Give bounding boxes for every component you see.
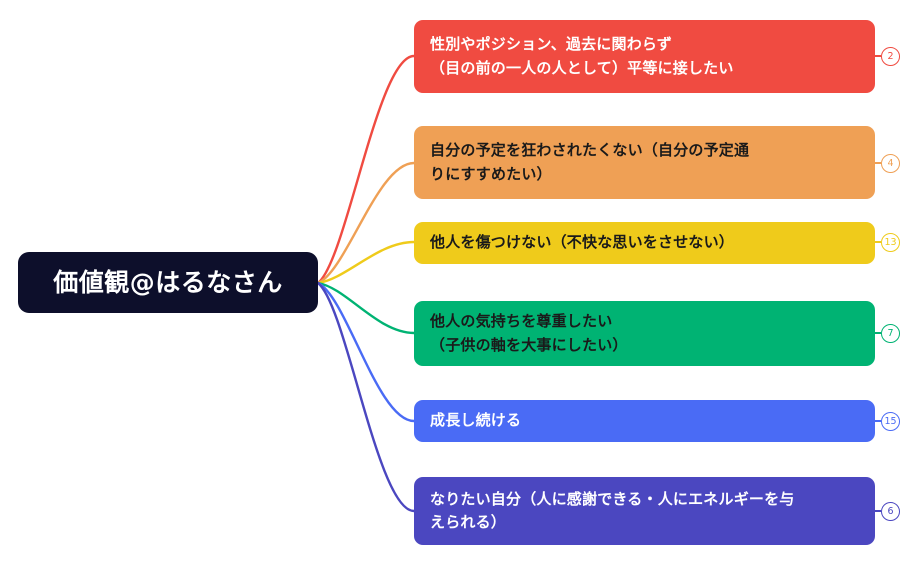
badge-stem [873, 55, 881, 57]
branch-node-2[interactable]: 自分の予定を狂わされたくない（自分の予定通 りにすすめたい） [414, 126, 875, 199]
branch-connector [316, 281, 416, 513]
branch-count-badge[interactable]: 2 [881, 46, 900, 66]
branch-count-badge[interactable]: 13 [881, 232, 900, 252]
badge-stem [873, 241, 881, 243]
branch-node-5[interactable]: 成長し続ける [414, 400, 875, 442]
branch-node-3[interactable]: 他人を傷つけない（不快な思いをさせない） [414, 222, 875, 264]
root-node[interactable]: 価値観@はるなさん [18, 252, 318, 313]
branch-count-badge[interactable]: 6 [881, 501, 900, 521]
branch-node-label: 自分の予定を狂わされたくない（自分の予定通 りにすすめたい） [430, 141, 750, 183]
branch-node-label: 成長し続ける [430, 411, 522, 430]
badge-stem [873, 162, 881, 164]
branch-node-label: 他人を傷つけない（不快な思いをさせない） [430, 233, 735, 252]
branch-connector [316, 161, 416, 285]
branch-node-label: 性別やポジション、過去に関わらず （目の前の一人の人として）平等に接したい [430, 35, 734, 77]
branch-node-label: なりたい自分（人に感謝できる・人にエネルギーを与 えられる） [430, 489, 795, 531]
branch-node-label: 他人の気持ちを尊重したい （子供の軸を大事にしたい） [430, 312, 628, 354]
badge-stem [873, 420, 881, 422]
branch-connector [316, 281, 416, 423]
branch-connector [316, 54, 416, 285]
badge-stem [873, 510, 881, 512]
branch-count-badge[interactable]: 15 [881, 411, 900, 431]
branch-node-4[interactable]: 他人の気持ちを尊重したい （子供の軸を大事にしたい） [414, 301, 875, 366]
branch-node-1[interactable]: 性別やポジション、過去に関わらず （目の前の一人の人として）平等に接したい [414, 20, 875, 93]
root-node-label: 価値観@はるなさん [53, 267, 283, 297]
badge-stem [873, 332, 881, 334]
branch-count-badge[interactable]: 7 [881, 323, 900, 343]
branch-connector [316, 281, 416, 335]
branch-count-badge[interactable]: 4 [881, 153, 900, 173]
branch-connector [316, 240, 416, 285]
branch-node-6[interactable]: なりたい自分（人に感謝できる・人にエネルギーを与 えられる） [414, 477, 875, 545]
